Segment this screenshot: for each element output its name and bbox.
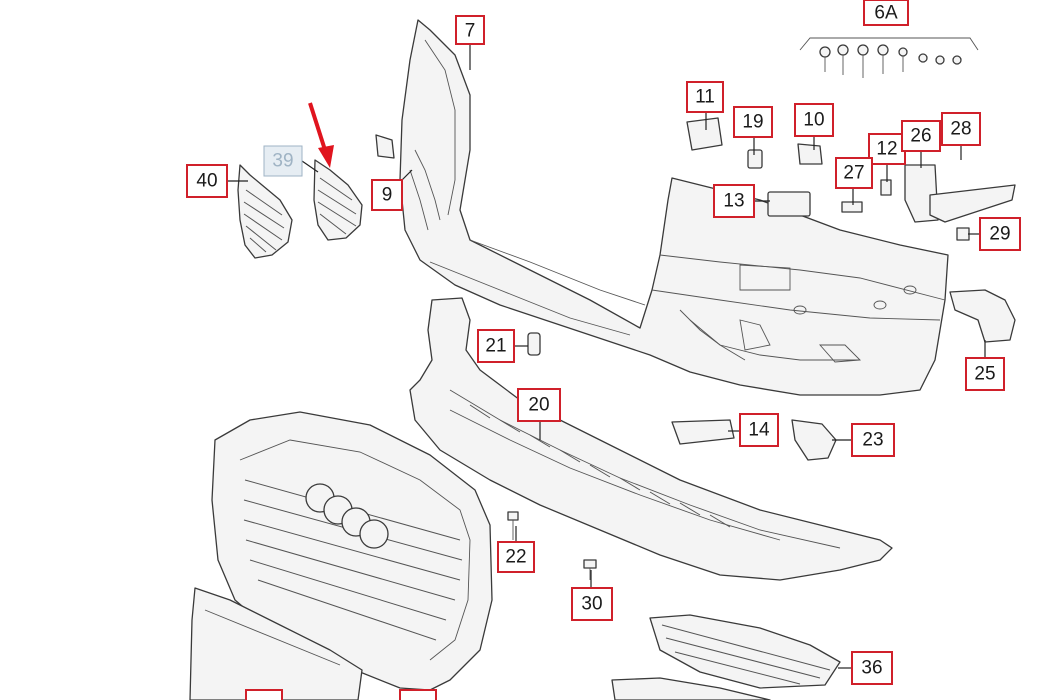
leader-lines (227, 45, 986, 669)
callout-40-text: 40 (196, 171, 217, 192)
callout-27-text: 27 (843, 163, 864, 184)
callout-30: 30 (571, 587, 613, 621)
callout-12-text: 12 (876, 139, 897, 160)
callout-13-text: 13 (723, 191, 744, 212)
callout-14-text: 14 (748, 420, 770, 441)
callout-23: 23 (851, 423, 895, 457)
callout-25-text: 25 (974, 364, 995, 385)
screws (507, 179, 970, 580)
callout-30-text: 30 (581, 594, 602, 615)
clip-21 (527, 332, 541, 356)
bracket-25 (949, 289, 1016, 343)
callout-20-text: 20 (528, 395, 549, 416)
callout-10-text: 10 (803, 110, 824, 131)
callout-39-text: 39 (272, 151, 293, 172)
callout-11: 11 (686, 81, 724, 113)
clip-19 (747, 149, 763, 169)
callout-26: 26 (901, 120, 941, 152)
callout-26-text: 26 (910, 126, 931, 147)
callout-21-text: 21 (485, 336, 506, 357)
pointer-arrow (308, 102, 334, 168)
callout-7-text: 7 (465, 21, 476, 42)
callout-25: 25 (965, 357, 1005, 391)
callout-6a: 6A (863, 0, 909, 26)
bracket-9 (375, 134, 395, 159)
callout-29-text: 29 (989, 224, 1010, 245)
callout-36-text: 36 (861, 658, 882, 679)
callout-21: 21 (477, 329, 515, 363)
spoiler-20 (409, 297, 893, 581)
callout-9-text: 9 (382, 185, 393, 206)
clip-10 (797, 143, 823, 165)
callout-13: 13 (713, 184, 755, 218)
front-grille (211, 411, 493, 691)
callout-28: 28 (941, 112, 981, 146)
callout-29: 29 (979, 217, 1021, 251)
side-grille-right (313, 159, 363, 241)
callout-14: 14 (739, 413, 779, 447)
bracket-23 (791, 419, 837, 461)
clip-13 (767, 191, 811, 217)
fog-grille (611, 614, 841, 700)
bumper-cover (399, 19, 949, 396)
callout-23-text: 23 (862, 430, 883, 451)
callout-19-text: 19 (742, 112, 763, 133)
callout-partial-bottom (245, 689, 437, 700)
callout-11-text: 11 (695, 87, 715, 108)
callout-22: 22 (497, 541, 535, 573)
callout-6a-text: 6A (874, 3, 898, 24)
callout-22-text: 22 (505, 547, 526, 568)
callout-12: 12 (868, 133, 906, 165)
callout-40: 40 (186, 164, 228, 198)
side-grille-left (237, 164, 293, 259)
callout-19: 19 (733, 106, 773, 138)
callout-10: 10 (794, 103, 834, 137)
guide-26 (904, 164, 1016, 223)
callout-39: 39 (263, 145, 303, 177)
fastener-set (799, 37, 979, 78)
callout-9: 9 (371, 179, 403, 211)
callout-27: 27 (835, 157, 873, 189)
callout-28-text: 28 (950, 119, 971, 140)
callout-36: 36 (851, 651, 893, 685)
cover-14 (671, 419, 735, 445)
bracket-11 (686, 117, 723, 151)
callout-20: 20 (517, 388, 561, 422)
plate-holder (189, 587, 363, 700)
callout-7: 7 (455, 15, 485, 45)
